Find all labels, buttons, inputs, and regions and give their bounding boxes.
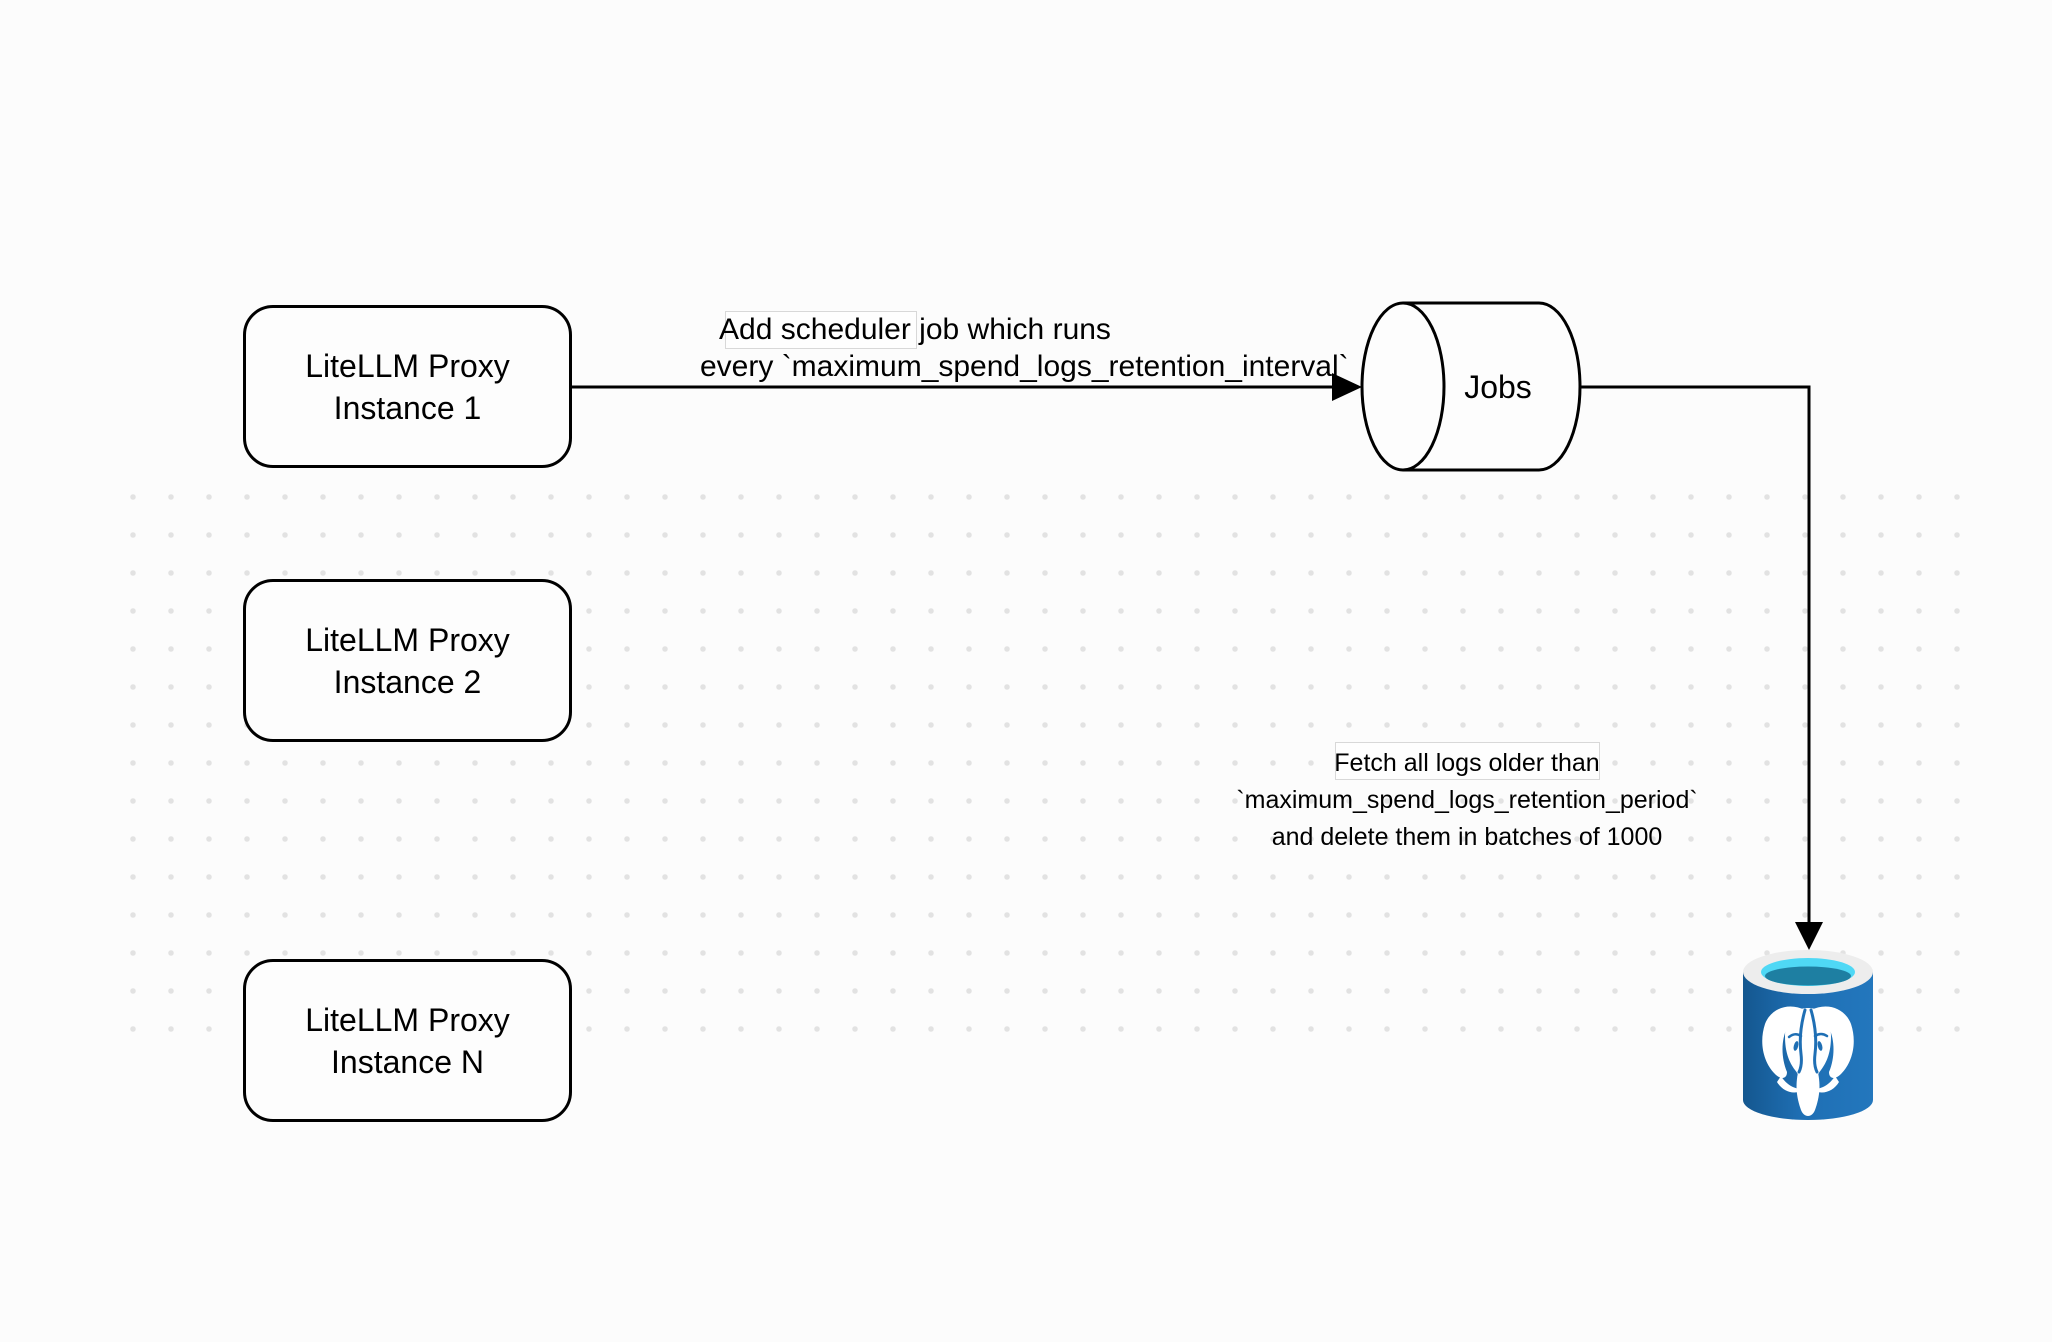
fetch-label-background (1335, 742, 1600, 780)
node-label-line: LiteLLM Proxy (305, 1001, 510, 1038)
scheduler-edge-label-line1: Add scheduler job which runs (719, 313, 1111, 346)
fetch-edge-label-line2: `maximum_spend_logs_retention_period` (1236, 786, 1698, 814)
node-litellm-proxy-instance-n: LiteLLM Proxy Instance N (243, 959, 572, 1122)
node-litellm-proxy-instance-1: LiteLLM Proxy Instance 1 (243, 305, 572, 468)
fetch-edge-label-line1: Fetch all logs older than (1334, 749, 1600, 777)
scheduler-label-background (725, 311, 917, 349)
node-label-line: Instance N (331, 1043, 484, 1080)
fetch-edge-label: Fetch all logs older than `maximum_spend… (1117, 745, 1817, 856)
node-label-line: Instance 2 (333, 663, 482, 700)
node-label-line: Instance 1 (333, 389, 482, 426)
fetch-edge-label-line3: and delete them in batches of 1000 (1271, 823, 1663, 851)
scheduler-edge-label-line2: every `maximum_spend_logs_retention_inte… (700, 350, 1349, 383)
node-label-line: LiteLLM Proxy (305, 621, 510, 658)
node-label-line: LiteLLM Proxy (305, 347, 510, 384)
jobs-node-label: Jobs (1464, 369, 1532, 405)
node-litellm-proxy-instance-2: LiteLLM Proxy Instance 2 (243, 579, 572, 742)
